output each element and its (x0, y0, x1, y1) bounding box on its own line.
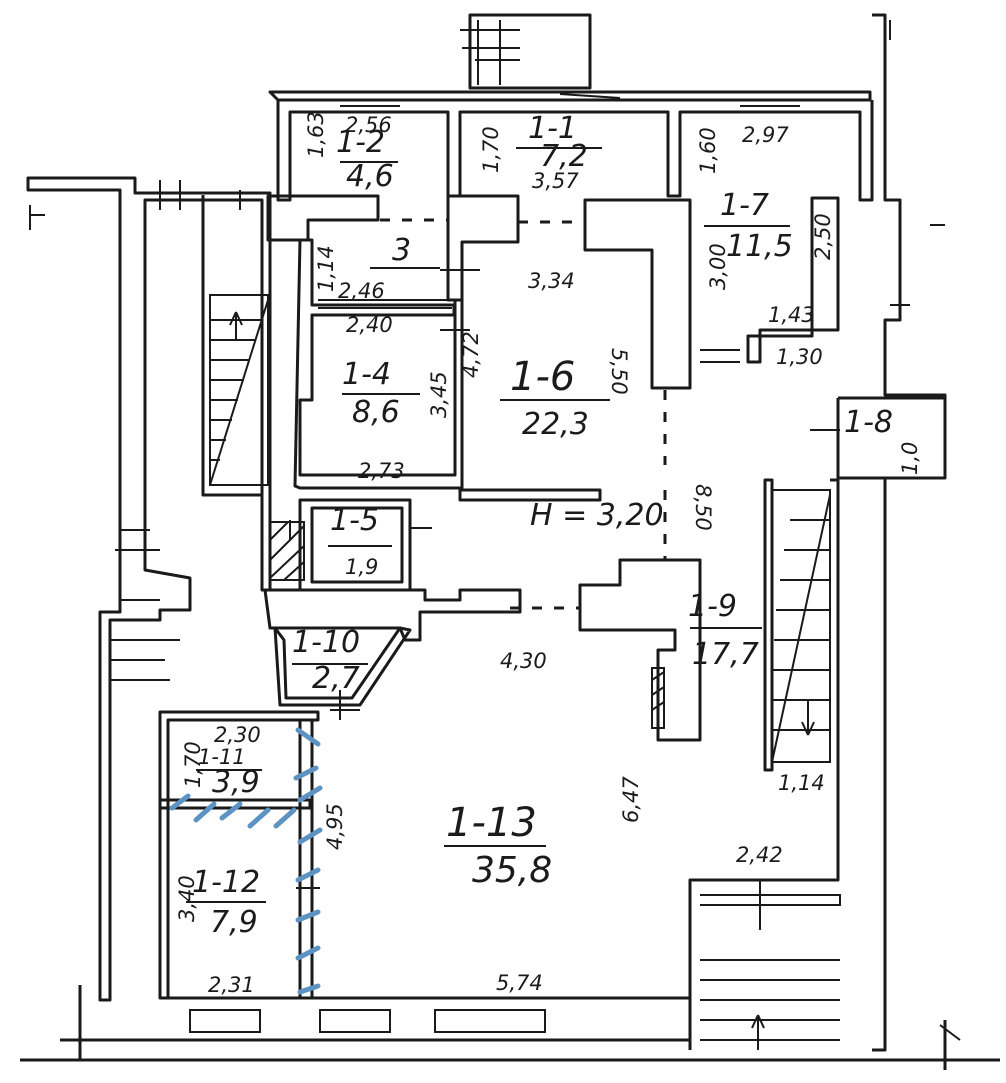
room-1-2-dim-top: 2,56 (345, 113, 392, 137)
stair-dim-bottom-right: 2,42 (736, 843, 783, 867)
room-1-9-id: 1-9 (688, 589, 737, 624)
room-1-5-area: 1,9 (345, 555, 378, 579)
room-1-13-dim-right: 6,47 (619, 776, 643, 823)
room-1-7-dim-bottom: 1,43 (768, 303, 815, 327)
room-1-7-dim-left: 3,00 (706, 243, 730, 290)
window-marks (29, 20, 961, 1041)
room-1-4-area: 8,6 (352, 395, 400, 430)
room-1-9-area: 17,7 (692, 637, 759, 672)
stairs-right (771, 489, 831, 763)
room-1-2: 2,56 1-2 4,6 1,63 (304, 111, 398, 194)
room-1-2-id: 1-2 (336, 125, 385, 160)
room-1-4: 2,40 1-4 8,6 3,45 4,72 2,73 (342, 313, 483, 483)
room-1-1-dim-side: 1,70 (479, 126, 503, 173)
room-1-9: 8,50 1-9 17,7 (688, 484, 762, 672)
room-1-6-dim-side: 5,50 (607, 348, 631, 395)
room-1-8-id: 1-8 (844, 405, 893, 440)
stairs-left (209, 294, 269, 486)
room-1-10-area: 2,7 (312, 661, 360, 696)
room-1-4-id: 1-4 (342, 357, 391, 392)
room-3-dim-bottom: 2,46 (338, 279, 385, 303)
room-1-7-dim-top: 2,97 (742, 123, 789, 147)
room-1-12-dim-side: 3,40 (175, 875, 199, 922)
room-1-13-area: 35,8 (472, 850, 552, 891)
room-1-8-area: 1,0 (898, 442, 922, 475)
room-1-6-id: 1-6 (510, 354, 575, 400)
walls (20, 13, 1000, 1070)
room-1-7-dim-bottom2: 1,30 (776, 345, 823, 369)
room-1-1-id: 1-1 (528, 111, 577, 146)
room-1-4-dim-side2: 4,72 (459, 331, 483, 378)
room-1-5: 1-5 1,9 (328, 503, 392, 579)
room-1-4-dim-top: 2,40 (346, 313, 393, 337)
room-1-11: 2,30 1-11 3,9 1,70 (181, 723, 262, 800)
room-1-9-dim-side: 8,50 (691, 484, 715, 531)
room-1-11-dim-top: 2,30 (214, 723, 261, 747)
room-1-2-area: 4,6 (346, 159, 394, 194)
room-1-13-dim-bottom: 5,74 (496, 971, 543, 995)
stairs-bottom (700, 880, 841, 1050)
room-1-11-dim-side: 1,70 (181, 741, 205, 788)
room-1-2-dim-side: 1,63 (304, 111, 328, 158)
stair-dim-lower-right: 1,14 (778, 771, 825, 795)
room-1-1: 1-1 7,2 3,57 1,70 (479, 111, 602, 193)
room-1-10-id: 1-10 (292, 625, 360, 660)
room-1-7-dim-right: 2,50 (811, 213, 835, 260)
height-note: H = 3,20 (530, 498, 664, 533)
stairs-misc (110, 29, 740, 681)
room-1-4-dim-side: 3,45 (427, 371, 451, 418)
room-1-10: 1-10 2,7 (292, 625, 368, 696)
room-1-11-id: 1-11 (198, 745, 246, 769)
room-1-7: 2,97 1,60 1-7 11,5 3,00 2,50 1,43 1,30 (696, 123, 835, 369)
room-1-1-area: 7,2 (540, 139, 588, 174)
room-1-13-dim-top: 4,30 (500, 649, 547, 673)
room-1-11-area: 3,9 (212, 765, 260, 800)
height-label: H = 3,20 (530, 498, 664, 533)
room-1-6-dim-top: 3,34 (528, 269, 575, 293)
hatched-block (269, 521, 665, 729)
room-1-13: 4,30 6,47 4,95 1-13 35,8 5,74 (323, 649, 643, 995)
stair-dimensions: 1,14 2,42 (736, 771, 825, 867)
room-1-6-area: 22,3 (522, 407, 589, 442)
room-1-12-area: 7,9 (210, 905, 258, 940)
room-3: 3 2,46 1,14 (314, 233, 440, 303)
room-1-13-id: 1-13 (446, 800, 537, 846)
room-1-13-dim-left: 4,95 (323, 803, 347, 850)
room-1-7-id: 1-7 (720, 188, 769, 223)
room-3-dim-side: 1,14 (314, 245, 338, 292)
dimension-ticks (159, 180, 840, 889)
room-1-7-area: 11,5 (726, 229, 793, 264)
room-1-4-dim-bottom: 2,73 (358, 459, 405, 483)
correction-marks (169, 727, 323, 995)
room-1-5-id: 1-5 (330, 503, 379, 538)
room-1-12: 1-12 7,9 3,40 2,31 (175, 865, 266, 997)
room-1-7-dim-side: 1,60 (696, 127, 720, 174)
room-1-6: 3,34 1-6 22,3 5,50 (500, 269, 631, 442)
room-1-8: 1-8 1,0 (844, 405, 922, 475)
room-1-12-id: 1-12 (192, 865, 260, 900)
room-3-id: 3 (392, 233, 411, 268)
room-1-12-dim-bottom: 2,31 (208, 973, 255, 997)
room-1-1-dim-top: 3,57 (532, 169, 579, 193)
